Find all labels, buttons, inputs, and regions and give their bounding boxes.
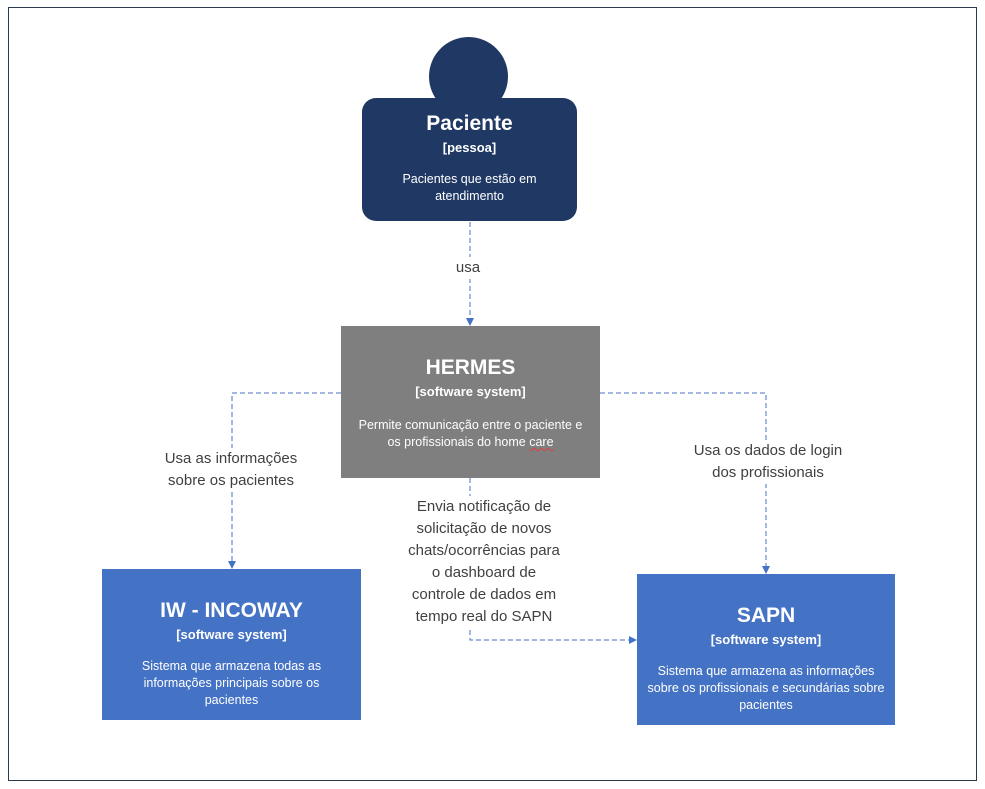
- system-hermes: HERMES [software system] Permite comunic…: [341, 326, 600, 478]
- notify-line: chats/ocorrências para: [384, 540, 584, 562]
- connector-hermes-incoway: [228, 392, 341, 569]
- sapn-type: [software system]: [710, 632, 822, 647]
- incoway-title: IW - INCOWAY: [160, 599, 303, 622]
- connector-hermes-sapn-notify: [469, 478, 637, 644]
- notify-line: controle de dados em: [384, 584, 584, 606]
- person-type: [pessoa]: [442, 140, 497, 155]
- hermes-type: [software system]: [415, 384, 526, 399]
- diagram-frame: [8, 7, 977, 781]
- sapn-description: Sistema que armazena as informações sobr…: [647, 664, 885, 712]
- incoway-type: [software system]: [176, 627, 287, 642]
- notify-line: solicitação de novos: [384, 518, 584, 540]
- notify-line: o dashboard de: [384, 562, 584, 584]
- label-hermes-sapn-line2: dos profissionais: [712, 464, 824, 481]
- hermes-description-tail: care: [529, 435, 554, 449]
- label-hermes-incoway-line2: sobre os pacientes: [168, 472, 294, 489]
- label-hermes-incoway-line1: Usa as informações: [164, 450, 298, 467]
- system-incoway: IW - INCOWAY [software system] Sistema q…: [102, 569, 361, 720]
- person-paciente: Paciente [pessoa] Pacientes que estão em…: [362, 98, 577, 221]
- hermes-description: Permite comunicação entre o paciente e o…: [341, 417, 600, 451]
- person-description: Pacientes que estão em atendimento: [402, 172, 537, 203]
- system-sapn: SAPN [software system] Sistema que armaz…: [637, 574, 895, 725]
- label-hermes-incoway: Usa as informações sobre os pacientes: [146, 448, 316, 492]
- label-paciente-hermes: usa: [448, 257, 488, 279]
- label-hermes-sapn-line1: Usa os dados de login: [693, 442, 843, 459]
- hermes-description-main: Permite comunicação entre o paciente e o…: [358, 418, 583, 449]
- sapn-title: SAPN: [736, 604, 796, 627]
- notify-line: tempo real do SAPN: [384, 606, 584, 628]
- notify-line: Envia notificação de: [384, 496, 584, 518]
- label-hermes-sapn-notify: Envia notificação de solicitação de novo…: [384, 496, 584, 628]
- incoway-description: Sistema que armazena todas as informaçõe…: [141, 659, 322, 707]
- person-title: Paciente: [426, 112, 513, 135]
- hermes-title: HERMES: [425, 356, 516, 379]
- label-hermes-sapn: Usa os dados de login dos profissionais: [673, 440, 863, 484]
